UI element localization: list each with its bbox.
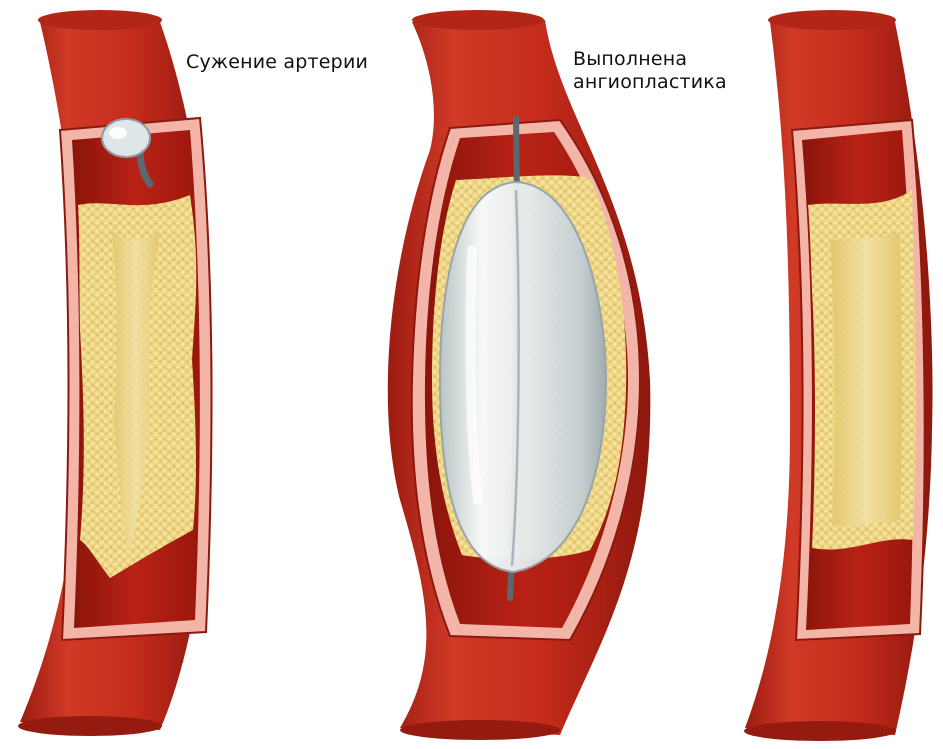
widened-channel bbox=[830, 232, 902, 526]
artery-bottom-end bbox=[400, 720, 560, 740]
caption-artery-narrowing: Сужение артерии bbox=[186, 51, 368, 74]
panel-angioplasty bbox=[388, 10, 651, 740]
artery-top-end bbox=[412, 10, 544, 30]
panel-restored-artery bbox=[744, 10, 933, 741]
artery-bottom-end bbox=[744, 721, 896, 741]
caption-angioplasty-done: Выполнена ангиопластика bbox=[573, 48, 727, 94]
caption-text: Сужение артерии bbox=[186, 51, 368, 74]
angioplasty-balloon bbox=[440, 182, 606, 572]
caption-line-1: Выполнена bbox=[573, 48, 727, 71]
artery-top-end bbox=[768, 10, 896, 30]
artery-top-end bbox=[38, 10, 162, 30]
artery-bottom-end bbox=[18, 716, 162, 736]
caption-line-2: ангиопластика bbox=[573, 71, 727, 94]
panel-narrowed-artery bbox=[18, 10, 212, 736]
